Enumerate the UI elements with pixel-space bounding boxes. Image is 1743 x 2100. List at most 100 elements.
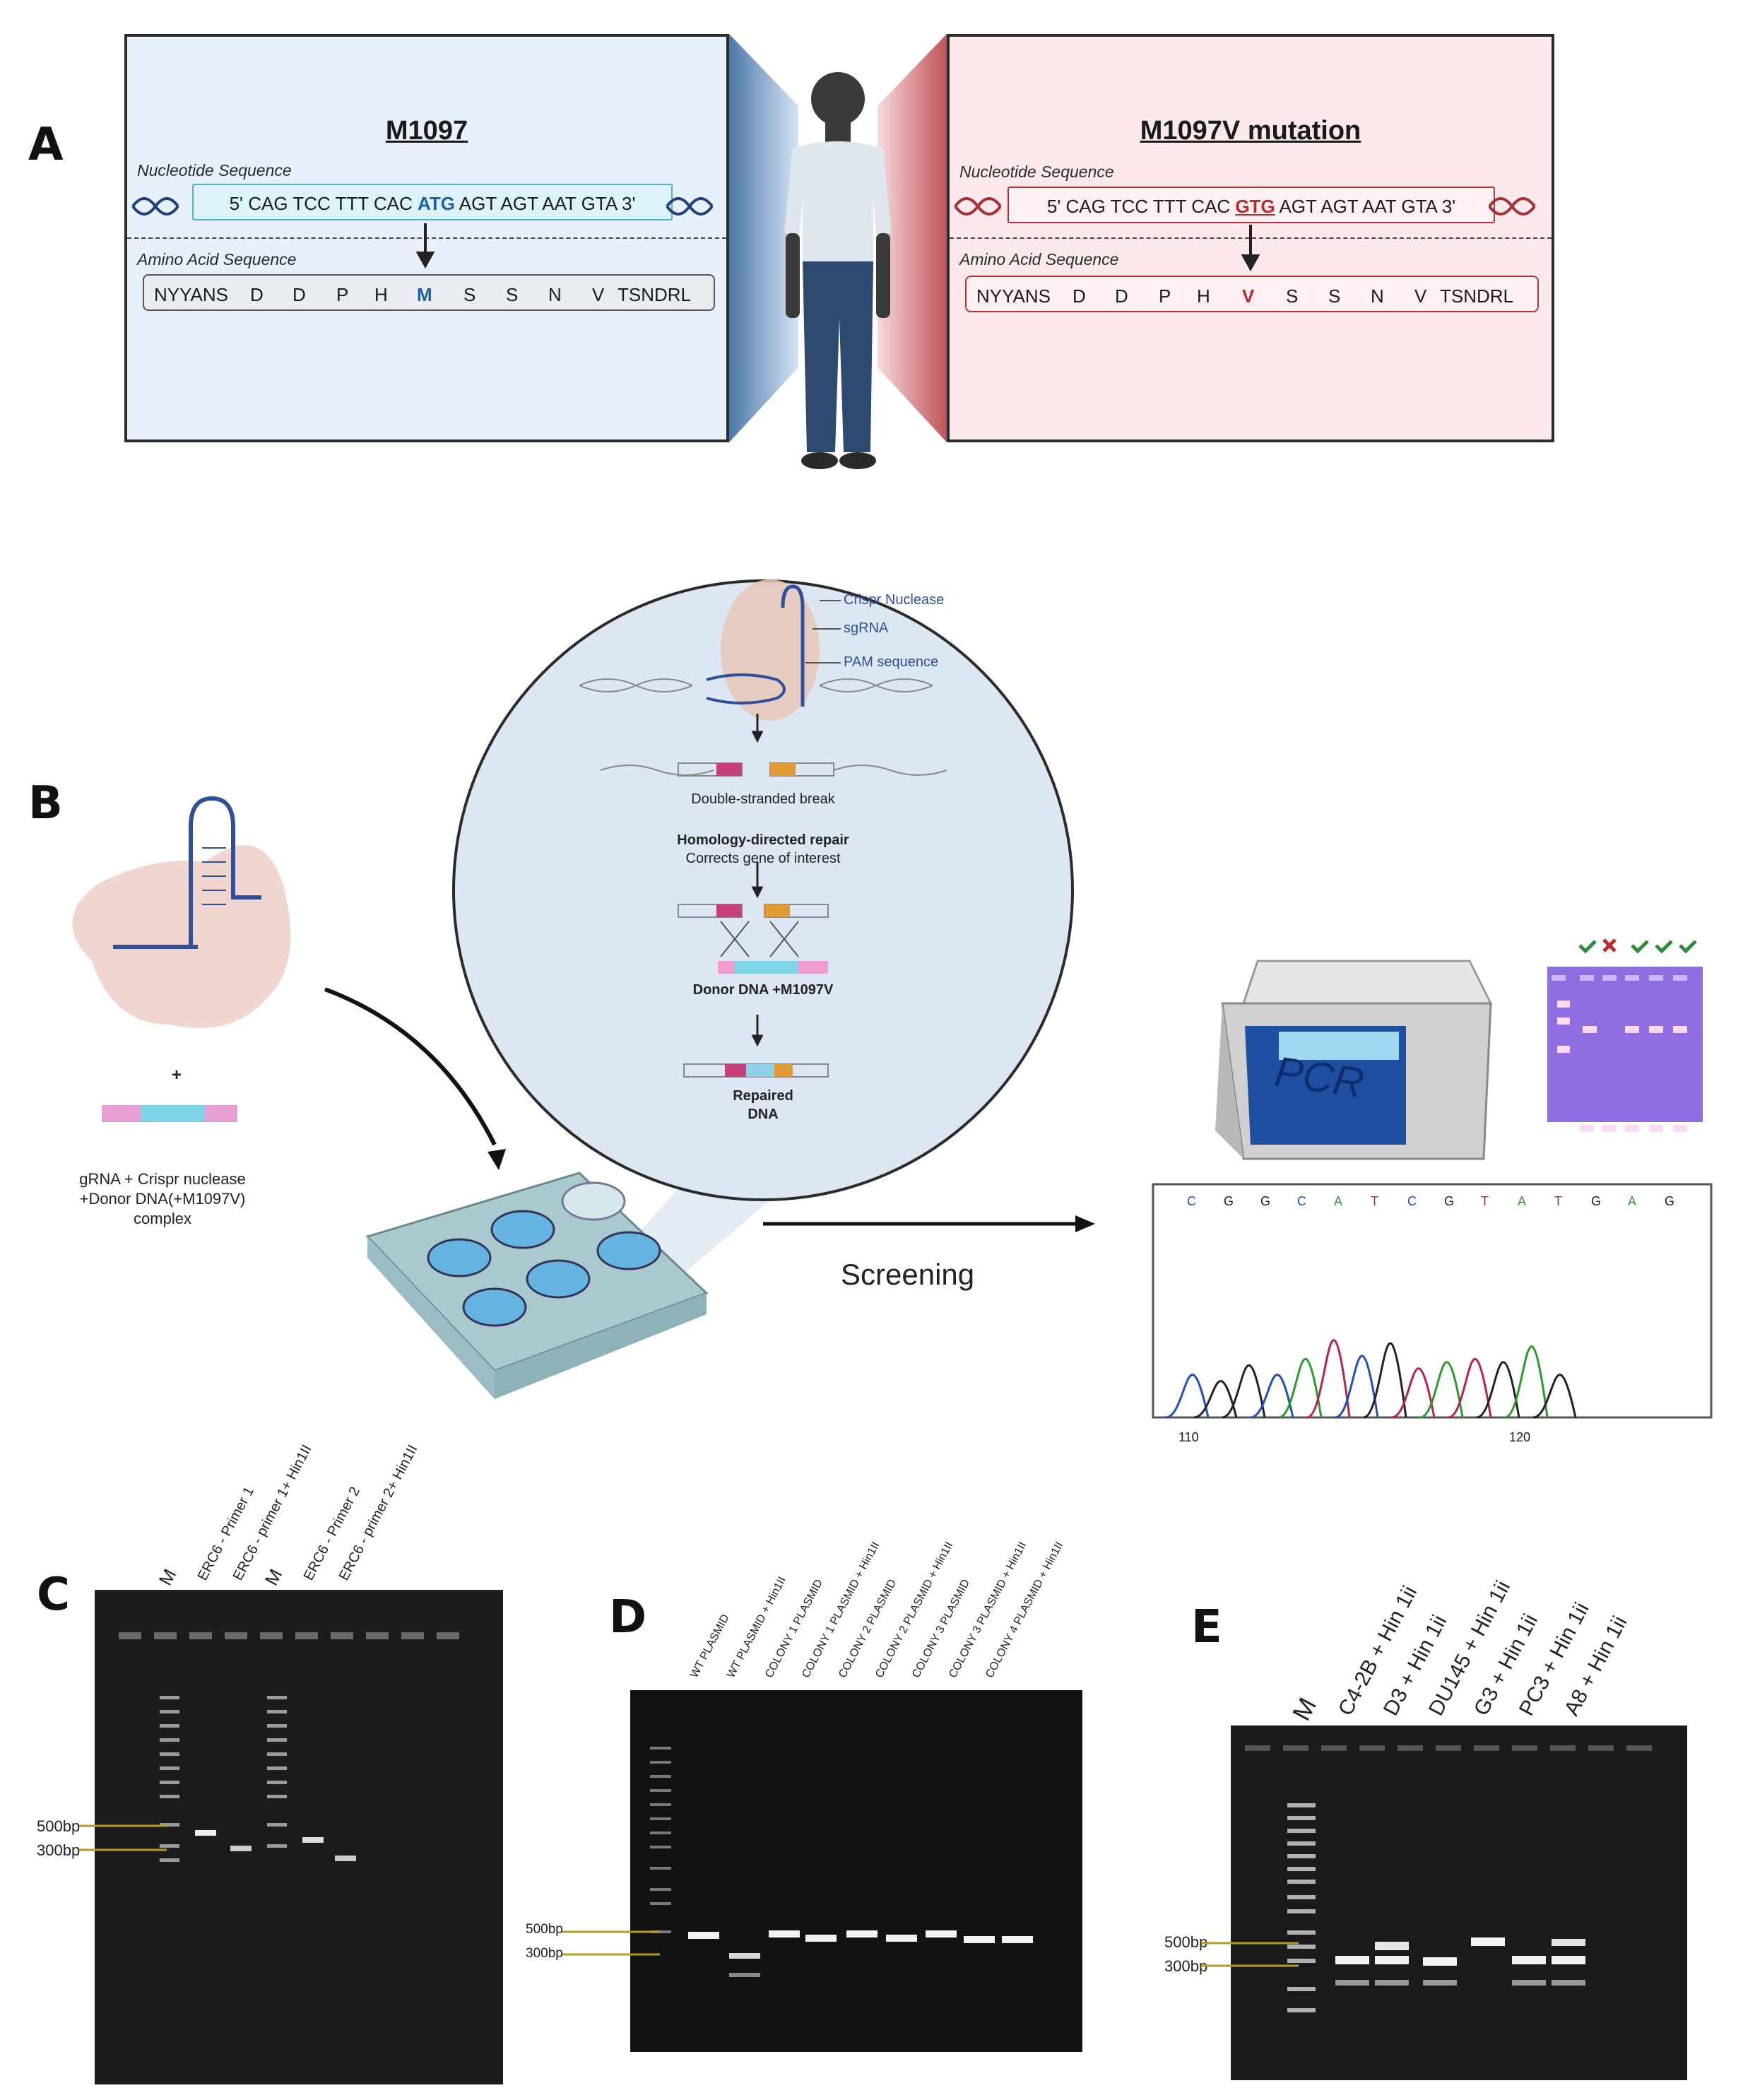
panel-label-e: E <box>1191 1601 1222 1653</box>
lane-label: WT PLASMID <box>688 1612 732 1680</box>
dna-helix-icon <box>131 197 714 216</box>
sgrna-icon <box>781 584 805 707</box>
hdr-subtitle: Corrects gene of interest <box>685 851 841 866</box>
complex-caption-2: +Donor DNA(+M1097V) <box>79 1190 246 1208</box>
mut-codon: GTG <box>1235 196 1275 217</box>
wt-nucleotide-label: Nucleotide Sequence <box>137 161 292 179</box>
wt-nucleotide-sequence: 5' CAG TCC TTT CAC ATG AGT AGT AAT GTA 3… <box>192 184 673 220</box>
wt-codon: ATG <box>418 193 455 214</box>
aa-item: D <box>1115 285 1128 307</box>
bp-label-500: 500bp <box>37 1817 81 1835</box>
aa-item: NYYANS <box>976 285 1051 307</box>
bp-label-300: 300bp <box>1164 1957 1208 1975</box>
base-call: G <box>1665 1194 1675 1208</box>
hdr-icon <box>678 904 829 974</box>
gel-e <box>1231 1726 1687 2080</box>
bp-label-300: 300bp <box>37 1841 81 1859</box>
dsb-label: Double-stranded break <box>691 791 835 807</box>
gel-e-bands <box>1245 1745 1652 2012</box>
base-call: A <box>1628 1194 1637 1208</box>
repaired-label-2: DNA <box>748 1107 779 1122</box>
wt-amino-acid-label: Amino Acid Sequence <box>137 250 297 269</box>
axis-tick: 120 <box>1509 1430 1531 1444</box>
aa-item-highlight: V <box>1242 285 1255 307</box>
aa-item: NYYANS <box>154 284 228 305</box>
hdr-title: Homology-directed repair <box>677 832 849 848</box>
gel-icon <box>1547 967 1703 1132</box>
panel-a-graphics <box>131 34 1536 469</box>
bp-label-500: 500bp <box>526 1922 563 1937</box>
base-call: C <box>1187 1194 1196 1208</box>
aa-item: N <box>1371 285 1384 307</box>
aa-item: P <box>336 284 349 305</box>
panel-label-c: C <box>37 1569 70 1621</box>
gel-c-bands <box>119 1632 459 1862</box>
mut-amino-acid-label: Amino Acid Sequence <box>959 250 1119 269</box>
panel-label-b: B <box>28 777 63 830</box>
aa-item: D <box>250 284 264 305</box>
well-plate-icon <box>365 1172 709 1399</box>
dna-break-icon <box>600 762 947 777</box>
aa-item: V <box>1414 285 1427 307</box>
panel-label-a: A <box>28 119 64 171</box>
bp-label-500: 500bp <box>1164 1933 1208 1951</box>
complex-caption-1: gRNA + Crispr nuclease <box>79 1170 246 1188</box>
blue-light-cone <box>729 34 798 442</box>
base-calls: C G G C A T C G T A T G A G <box>1180 1194 1703 1215</box>
screening-label: Screening <box>841 1258 975 1291</box>
mut-nucleotide-sequence: 5' CAG TCC TTT CAC GTG AGT AGT AAT GTA 3… <box>1008 187 1495 223</box>
crispr-nuclease-label: Crispr Nuclease <box>844 592 945 608</box>
nuclease-blob <box>721 579 820 721</box>
aa-item: N <box>548 284 562 305</box>
check-icon <box>1578 940 1697 954</box>
dna-strand-icon <box>579 678 933 692</box>
aa-item: S <box>506 284 519 305</box>
base-call: A <box>1518 1194 1527 1208</box>
aa-item: H <box>374 284 388 305</box>
curved-arrow-icon <box>324 987 497 1146</box>
lane-label: M <box>154 1565 181 1589</box>
person-icon <box>784 72 892 469</box>
aa-item: P <box>1159 285 1171 307</box>
complex-caption-3: complex <box>134 1210 191 1227</box>
pam-label: PAM sequence <box>844 654 939 670</box>
aa-item-highlight: M <box>417 284 432 305</box>
mut-amino-acid-sequence: NYYANS D D P H V S S N V TSNDRL <box>965 276 1539 312</box>
guide-rna-icon <box>189 796 261 947</box>
plus-sign: + <box>171 1066 182 1085</box>
axis-tick: 110 <box>1178 1430 1199 1444</box>
cross-icon <box>1602 938 1617 952</box>
aa-item: S <box>1328 285 1341 307</box>
aa-item: H <box>1197 285 1210 307</box>
base-call: C <box>1407 1194 1417 1208</box>
repaired-dna-icon <box>683 1063 829 1078</box>
lane-label: COLONY 4 PLASMID + Hin1II <box>983 1540 1066 1680</box>
aa-item: D <box>293 284 306 305</box>
dna-helix-icon <box>954 197 1536 216</box>
base-call: G <box>1224 1194 1234 1208</box>
aa-item: TSNDRL <box>1440 285 1514 307</box>
panel-label-d: D <box>609 1591 647 1644</box>
base-call: T <box>1371 1194 1378 1208</box>
base-call: A <box>1334 1194 1343 1208</box>
mut-nucleotide-label: Nucleotide Sequence <box>959 163 1114 181</box>
mutation-title: M1097V mutation <box>1140 116 1361 146</box>
aa-item: D <box>1073 285 1086 307</box>
wt-amino-acid-sequence: NYYANS D D P H M S S N V TSNDRL <box>143 274 715 311</box>
bp-marker-lines <box>562 1930 660 1956</box>
down-arrow-icon <box>751 714 764 1047</box>
base-call: T <box>1554 1194 1562 1208</box>
lane-label: M <box>260 1565 287 1589</box>
red-light-cone <box>878 34 947 442</box>
gel-d <box>630 1690 1082 2052</box>
chromatogram-peaks <box>1165 1339 1577 1419</box>
repaired-label-1: Repaired <box>733 1088 793 1104</box>
sgrna-label: sgRNA <box>844 620 889 636</box>
down-arrow-icon <box>415 223 1260 272</box>
bp-label-300: 300bp <box>526 1946 563 1961</box>
lane-label: M <box>1286 1692 1323 1726</box>
chromatogram-frame <box>1152 1183 1713 1419</box>
aa-item: S <box>463 284 476 305</box>
base-call: G <box>1260 1194 1271 1208</box>
bp-marker-lines <box>79 1824 167 1851</box>
